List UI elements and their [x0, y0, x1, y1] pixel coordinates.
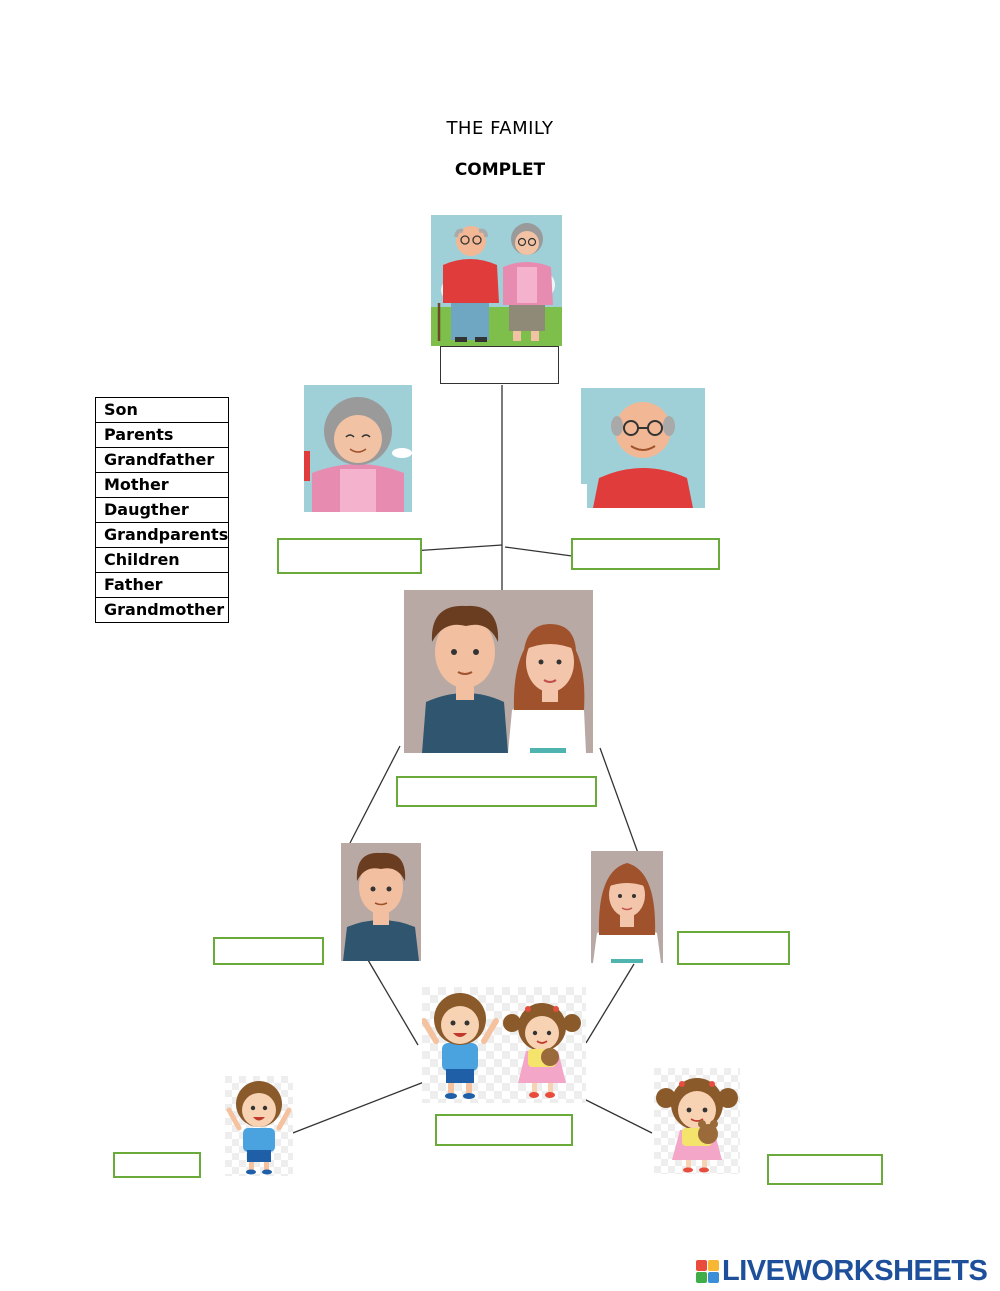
son-answer-box[interactable]	[113, 1152, 201, 1178]
word-bank: Son Parents Grandfather Mother Daugther …	[94, 397, 230, 623]
mother-answer-box[interactable]	[677, 931, 790, 965]
children-answer-box[interactable]	[435, 1114, 573, 1146]
logo-badge-square	[696, 1271, 707, 1283]
word-bank-item: Children	[94, 547, 230, 573]
grandmother-picture	[304, 385, 412, 512]
grandparents-answer-box[interactable]	[440, 346, 559, 384]
grandfather-answer-box[interactable]	[571, 538, 720, 570]
father-answer-box[interactable]	[213, 937, 324, 965]
word-bank-item: Grandparents	[94, 522, 230, 548]
word-bank-item: Mother	[94, 472, 230, 498]
word-bank-item: Grandmother	[94, 597, 230, 623]
logo-badge-square	[696, 1259, 707, 1271]
logo-badge-square	[708, 1259, 719, 1271]
logo-text: LIVEWORKSHEETS	[722, 1254, 988, 1287]
logo-badge-square	[708, 1271, 719, 1283]
mother-picture	[591, 851, 663, 963]
daughter-picture	[654, 1068, 740, 1174]
father-picture	[341, 843, 421, 961]
logo-badge-icon	[696, 1259, 719, 1283]
daughter-answer-box[interactable]	[767, 1154, 883, 1185]
children-picture	[422, 987, 586, 1103]
worksheet-title: THE FAMILY	[446, 118, 554, 139]
grandfather-picture	[581, 388, 705, 508]
grandparents-picture	[431, 215, 562, 346]
worksheet-subtitle: COMPLET	[454, 160, 546, 180]
son-picture	[225, 1076, 293, 1176]
parents-picture	[404, 590, 593, 753]
word-bank-item: Daugther	[94, 497, 230, 523]
grandmother-answer-box[interactable]	[277, 538, 422, 574]
parents-answer-box[interactable]	[396, 776, 597, 807]
word-bank-item: Grandfather	[94, 447, 230, 473]
word-bank-item: Father	[94, 572, 230, 598]
liveworksheets-logo[interactable]: LIVEWORKSHEETS	[696, 1254, 988, 1287]
